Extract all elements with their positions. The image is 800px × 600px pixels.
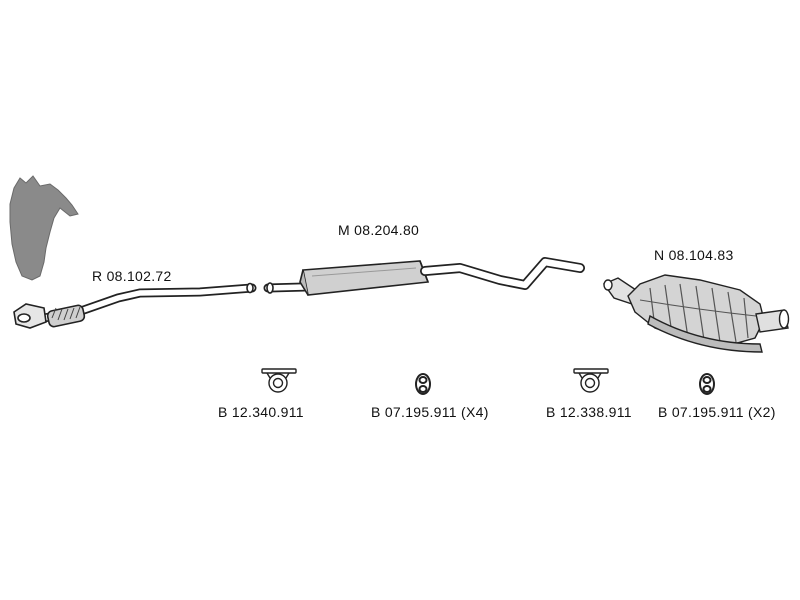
middle-silencer xyxy=(263,257,585,296)
front-pipe-code: R 08.102.72 xyxy=(92,268,172,284)
clamp-icon xyxy=(261,368,297,393)
fitting-code: B 07.195.911 (X2) xyxy=(658,404,776,420)
rubber-hanger-ring-icon xyxy=(415,373,431,395)
fitting-code: B 12.340.911 xyxy=(218,404,304,420)
clamp-icon xyxy=(573,368,609,393)
rubber-hanger-ring-icon xyxy=(699,373,715,395)
vehicle-silhouette xyxy=(9,175,79,281)
middle-silencer-code: M 08.204.80 xyxy=(338,222,420,238)
front-pipe xyxy=(13,282,257,329)
fitting-code: B 07.195.911 (X4) xyxy=(371,404,489,420)
rear-silencer-code: N 08.104.83 xyxy=(654,247,734,263)
rear-silencer xyxy=(602,274,790,353)
fitting-code: B 12.338.911 xyxy=(546,404,632,420)
